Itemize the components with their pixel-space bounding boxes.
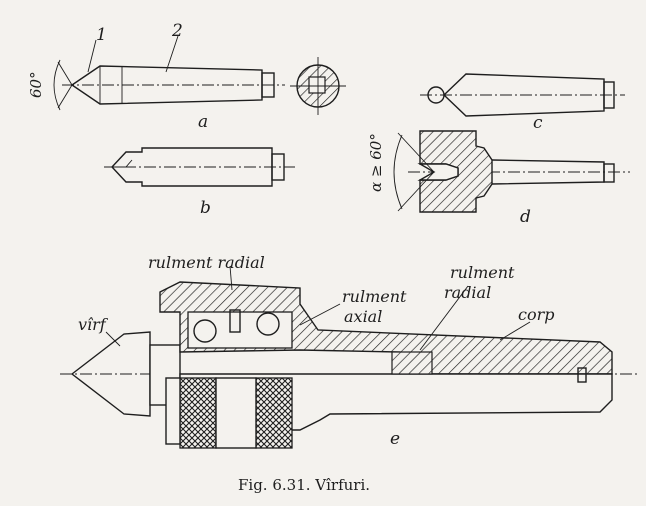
subfigure-label-c: c: [533, 113, 543, 133]
live-center-e: [60, 265, 640, 449]
label-corp: corp: [518, 305, 554, 324]
label-rulment-radial-right-line1: rulment: [450, 263, 515, 282]
part-number-1: 1: [96, 25, 107, 45]
label-virf: vîrf: [78, 315, 109, 334]
label-rulment-radial-top: rulment radial: [148, 253, 265, 272]
label-rulment-axial-line2: axial: [344, 307, 382, 326]
subfigure-label-d: d: [520, 207, 531, 227]
center-a: [53, 35, 285, 111]
angle-label-d: α ≥ 60°: [367, 133, 385, 192]
figure-caption: Fig. 6.31. Vîrfuri.: [238, 476, 370, 494]
center-b: [104, 147, 295, 187]
label-rulment-axial-line1: rulment: [342, 287, 407, 306]
part-number-2: 2: [171, 21, 183, 41]
angle-label-a: 60°: [27, 71, 45, 98]
center-c: [420, 73, 625, 117]
center-d: [393, 130, 630, 213]
subfigure-label-a: a: [198, 112, 208, 132]
subfigure-label-e: e: [390, 429, 400, 449]
label-rulment-radial-right-line2: radial: [444, 283, 491, 302]
cross-section: [290, 57, 346, 115]
subfigure-label-b: b: [200, 198, 211, 218]
